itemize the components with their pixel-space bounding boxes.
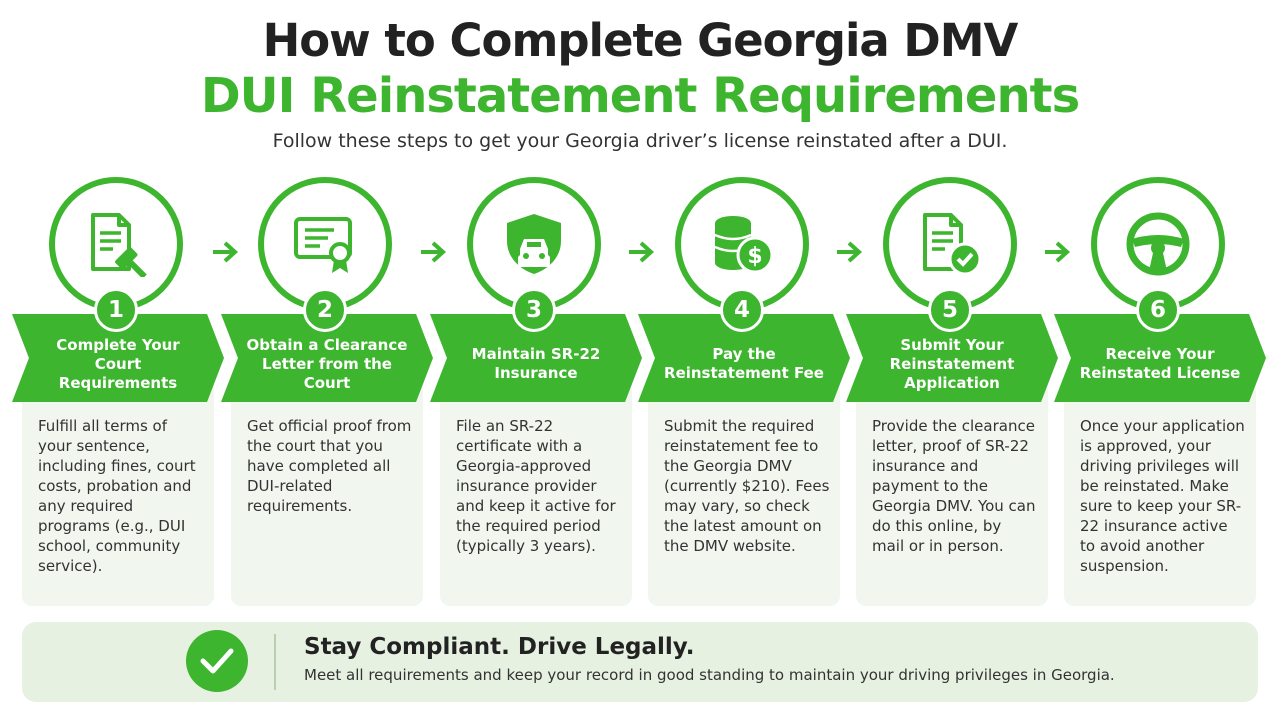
step-label: Obtain a Clearance Letter from the Court bbox=[246, 335, 408, 392]
step-card: File an SR-22 certificate with a Georgia… bbox=[440, 382, 632, 606]
step-description: Provide the clearance letter, proof of S… bbox=[872, 417, 1036, 555]
step-icon-circle bbox=[1091, 177, 1225, 311]
checkmark-icon bbox=[200, 648, 234, 674]
step-description: Fulfill all terms of your sentence, incl… bbox=[38, 417, 196, 575]
check-circle-badge bbox=[186, 630, 248, 692]
page-title-highlight: DUI Reinstatement Requirements bbox=[200, 68, 1080, 124]
arrow-right-icon bbox=[1045, 241, 1070, 263]
step-number-badge: 6 bbox=[1136, 288, 1180, 332]
step-card: Once your application is approved, your … bbox=[1064, 382, 1256, 606]
step-card: Get official proof from the court that y… bbox=[231, 382, 423, 606]
step-description: File an SR-22 certificate with a Georgia… bbox=[456, 417, 616, 555]
footer-banner: Stay Compliant. Drive Legally. Meet all … bbox=[22, 622, 1258, 702]
step-card: Provide the clearance letter, proof of S… bbox=[856, 382, 1048, 606]
step-2: Get official proof from the court that y… bbox=[221, 172, 433, 608]
step-6: Once your application is approved, your … bbox=[1054, 172, 1266, 608]
step-number-badge: 5 bbox=[928, 288, 972, 332]
step-label: Pay the Reinstatement Fee bbox=[664, 345, 824, 382]
steering-wheel-icon bbox=[1126, 212, 1190, 276]
step-label: Submit Your Reinstatement Application bbox=[889, 335, 1015, 392]
page-subtitle: Follow these steps to get your Georgia d… bbox=[272, 130, 1008, 152]
arrow-right-icon bbox=[629, 241, 654, 263]
court-document-gavel-icon bbox=[91, 213, 147, 277]
step-number-badge: 4 bbox=[720, 288, 764, 332]
step-icon-circle: $ bbox=[675, 177, 809, 311]
footer-text: Meet all requirements and keep your reco… bbox=[304, 666, 1115, 684]
shield-car-icon bbox=[507, 214, 561, 274]
arrow-right-icon bbox=[421, 241, 446, 263]
step-number-badge: 2 bbox=[303, 288, 347, 332]
coins-dollar-icon: $ bbox=[714, 216, 774, 274]
step-label-banner: Obtain a Clearance Letter from the Court bbox=[221, 314, 433, 402]
step-label: Complete Your Court Requirements bbox=[56, 335, 180, 392]
step-card: Submit the required reinstatement fee to… bbox=[648, 382, 840, 606]
step-card: Fulfill all terms of your sentence, incl… bbox=[22, 382, 214, 606]
certificate-icon bbox=[294, 217, 352, 273]
step-number-badge: 1 bbox=[94, 288, 138, 332]
step-1: Fulfill all terms of your sentence, incl… bbox=[12, 172, 224, 608]
svg-text:$: $ bbox=[747, 244, 762, 269]
step-4: Submit the required reinstatement fee to… bbox=[638, 172, 850, 608]
arrow-right-icon bbox=[213, 241, 238, 263]
step-description: Submit the required reinstatement fee to… bbox=[664, 417, 830, 555]
arrow-right-icon bbox=[837, 241, 862, 263]
footer-title: Stay Compliant. Drive Legally. bbox=[304, 634, 695, 660]
step-label-banner: Pay the Reinstatement Fee bbox=[638, 314, 850, 402]
step-description: Get official proof from the court that y… bbox=[247, 417, 412, 515]
step-label: Receive Your Reinstated License bbox=[1079, 345, 1241, 382]
step-5: Provide the clearance letter, proof of S… bbox=[846, 172, 1058, 608]
step-label: Maintain SR-22 Insurance bbox=[471, 345, 601, 382]
page-title: How to Complete Georgia DMV bbox=[262, 14, 1019, 67]
document-check-icon bbox=[923, 213, 982, 276]
footer-divider bbox=[274, 634, 276, 690]
step-description: Once your application is approved, your … bbox=[1080, 417, 1245, 575]
step-3: File an SR-22 certificate with a Georgia… bbox=[430, 172, 642, 608]
step-number-badge: 3 bbox=[512, 288, 556, 332]
